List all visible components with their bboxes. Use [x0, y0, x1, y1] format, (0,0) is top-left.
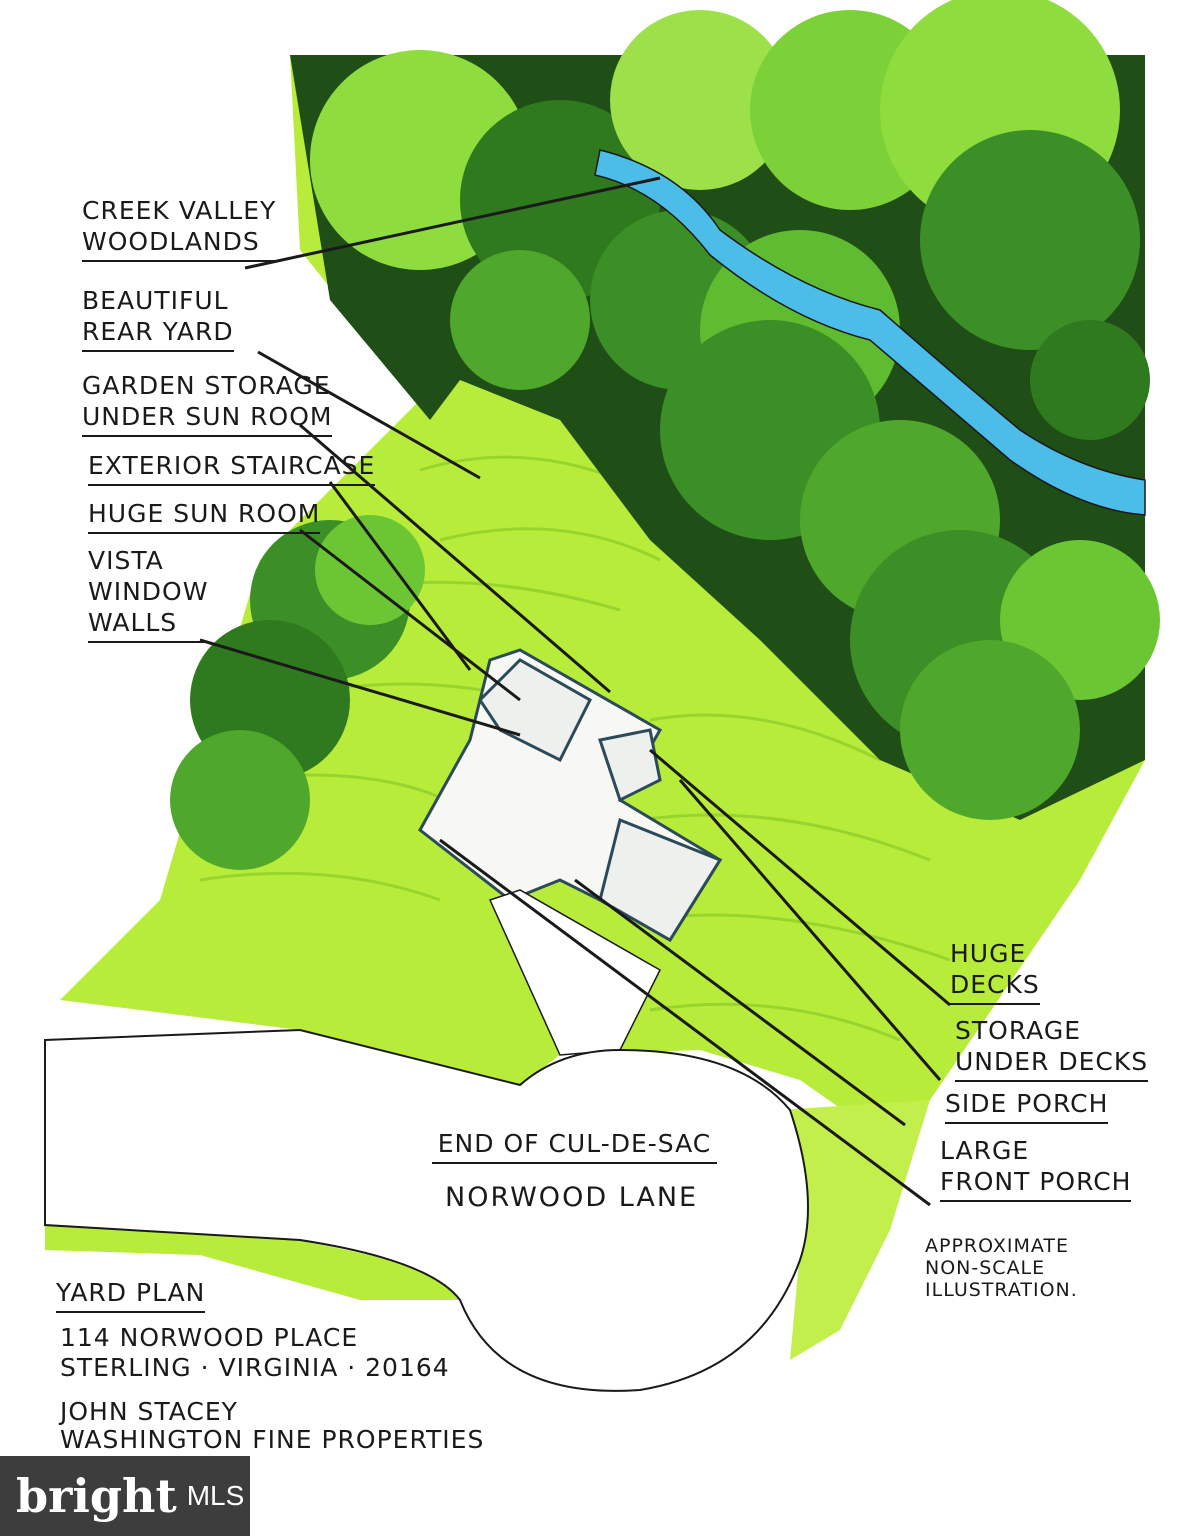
title-block-address: 114 NORWOOD PLACE: [60, 1323, 359, 1352]
label-line: NON-SCALE: [925, 1257, 1046, 1279]
disclaimer-note: APPROXIMATE NON-SCALE ILLUSTRATION.: [925, 1235, 1078, 1301]
label-line: UNDER DECKS: [955, 1047, 1149, 1076]
label-line: APPROXIMATE: [925, 1235, 1069, 1257]
driveway: [488, 889, 661, 1056]
label-cul-de-sac: END OF CUL-DE-SAC: [432, 1128, 717, 1164]
label-sun-room: HUGE SUN ROOM: [88, 498, 321, 534]
label-line: ILLUSTRATION.: [925, 1279, 1078, 1301]
label-line: VISTA: [88, 546, 164, 575]
logo-suffix: MLS: [186, 1480, 245, 1511]
label-line: FRONT PORCH: [940, 1167, 1132, 1196]
label-line: REAR YARD: [82, 317, 234, 346]
label-creek-valley: CREEK VALLEY WOODLANDS: [82, 195, 277, 262]
label-line: CREEK VALLEY: [82, 196, 277, 225]
title-block-agent: JOHN STACEY: [60, 1397, 238, 1426]
title-block-city: STERLING · VIRGINIA · 20164: [60, 1353, 450, 1382]
label-huge-decks: HUGE DECKS: [950, 938, 1040, 1005]
label-line: HUGE: [950, 939, 1027, 968]
label-front-porch: LARGE FRONT PORCH: [940, 1135, 1132, 1202]
label-line: WOODLANDS: [82, 227, 260, 256]
label-line: BEAUTIFUL: [82, 286, 229, 315]
label-line: STORAGE: [955, 1016, 1082, 1045]
label-line: UNDER SUN ROOM: [82, 402, 333, 431]
title-block-company: WASHINGTON FINE PROPERTIES: [60, 1425, 485, 1454]
label-garden-storage: GARDEN STORAGE UNDER SUN ROOM: [82, 370, 333, 437]
house-footprint: [418, 648, 723, 943]
label-exterior-staircase: EXTERIOR STAIRCASE: [88, 450, 376, 486]
label-rear-yard: BEAUTIFUL REAR YARD: [82, 285, 234, 352]
lower-lawn: [45, 1225, 470, 1300]
label-vista: VISTA WINDOW WALLS: [88, 545, 209, 643]
label-street: NORWOOD LANE: [445, 1182, 699, 1213]
cul-de-sac: [44, 1028, 809, 1392]
left-trees: [170, 515, 425, 870]
label-storage-decks: STORAGE UNDER DECKS: [955, 1015, 1149, 1082]
tree-canopies: [310, 0, 1160, 820]
label-line: DECKS: [950, 970, 1040, 999]
bright-mls-logo: bright MLS: [0, 1456, 250, 1536]
label-line: LARGE: [940, 1136, 1030, 1165]
label-line: WALLS: [88, 608, 178, 637]
title-block-title: YARD PLAN: [56, 1277, 206, 1313]
label-line: WINDOW: [88, 577, 209, 606]
label-line: GARDEN STORAGE: [82, 371, 331, 400]
label-side-porch: SIDE PORCH: [945, 1088, 1109, 1124]
creek: [594, 149, 1146, 516]
right-lawn: [780, 1100, 930, 1360]
logo-brand: bright: [16, 1469, 177, 1523]
